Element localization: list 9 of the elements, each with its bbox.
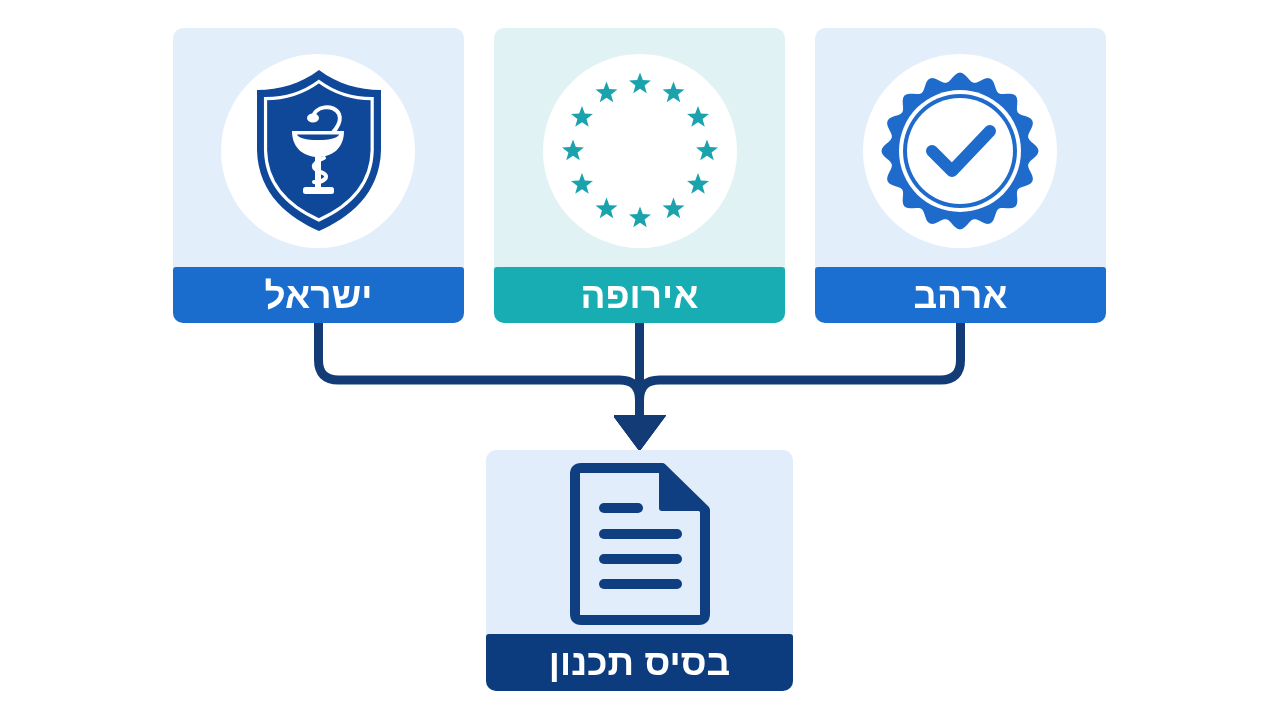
label-bar: בסיס תכנון (486, 634, 793, 691)
label-bar: אירופה (494, 267, 785, 323)
card (173, 28, 464, 323)
label-bar: ישראל (173, 267, 464, 323)
arrow (314, 323, 667, 451)
card (494, 28, 785, 323)
label-bar: ארהב (815, 267, 1106, 323)
card (486, 450, 793, 691)
card (815, 28, 1106, 323)
